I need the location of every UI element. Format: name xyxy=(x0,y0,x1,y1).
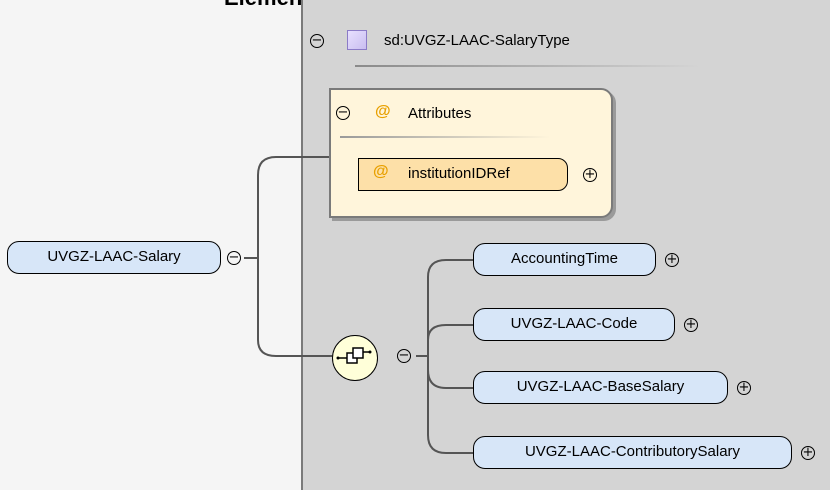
trunk-upper xyxy=(257,156,330,258)
expand-contributorysalary-button[interactable]: + xyxy=(801,445,815,460)
collapse-root-button[interactable]: − xyxy=(227,250,241,265)
sequence-compositor[interactable] xyxy=(332,335,378,381)
attributes-divider xyxy=(340,136,550,138)
element-uvgz-laac-contributorysalary[interactable]: UVGZ-LAAC-ContributorySalary xyxy=(473,436,792,469)
attribute-institutionidref[interactable] xyxy=(358,158,568,191)
seq-branch-4 xyxy=(427,356,473,454)
element-accountingtime[interactable]: AccountingTime xyxy=(473,243,656,276)
complex-type-icon xyxy=(347,30,367,50)
collapse-sequence-button[interactable]: − xyxy=(397,348,411,363)
attributes-group xyxy=(329,88,613,218)
attributes-label: Attributes xyxy=(408,105,472,122)
sequence-icon xyxy=(336,347,372,364)
seq-branch-2 xyxy=(427,324,473,356)
element-uvgz-laac-code[interactable]: UVGZ-LAAC-Code xyxy=(473,308,675,341)
attribute-at-icon: @ xyxy=(373,163,389,180)
type-divider xyxy=(355,65,700,67)
root-element[interactable]: UVGZ-LAAC-Salary xyxy=(7,241,221,274)
collapse-type-button[interactable]: − xyxy=(310,33,324,48)
element-uvgz-laac-basesalary[interactable]: UVGZ-LAAC-BaseSalary xyxy=(473,371,728,404)
expand-accountingtime-button[interactable]: + xyxy=(665,252,679,267)
expand-code-button[interactable]: + xyxy=(684,317,698,332)
seq-branch-1 xyxy=(427,259,473,356)
expand-attribute-button[interactable]: + xyxy=(583,167,597,182)
expand-basesalary-button[interactable]: + xyxy=(737,380,751,395)
type-name-label: sd:UVGZ-LAAC-SalaryType xyxy=(384,32,570,49)
diagram-title: Element xyxy=(224,0,310,11)
trunk-lower xyxy=(257,258,332,357)
attribute-label: institutionIDRef xyxy=(408,165,510,182)
seq-branch-3 xyxy=(427,356,473,389)
attributes-at-icon: @ xyxy=(375,103,391,120)
collapse-attributes-button[interactable]: − xyxy=(336,105,350,120)
